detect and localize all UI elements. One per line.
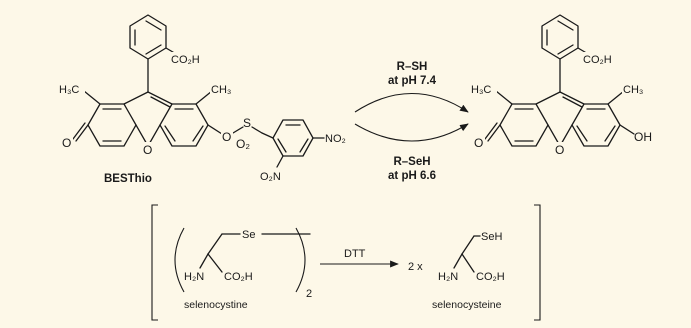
left-carbonyl-oxygen-label: O	[62, 136, 71, 150]
right-parenthesis	[295, 227, 306, 293]
para-nitro-label: NO₂	[325, 133, 346, 145]
top-condition: at pH 7.4	[388, 75, 437, 87]
reaction-arrows: R–SH at pH 7.4 R–SeH at pH 6.6	[354, 61, 469, 182]
left-methyl-right-label: CH₃	[211, 84, 231, 96]
selenocystine-amine-label: H₂N	[184, 271, 204, 283]
left-parenthesis	[174, 227, 185, 293]
bottom-condition: at pH 6.6	[388, 170, 436, 182]
selenocystine-name: selenocystine	[184, 299, 248, 311]
sulfonyl-oxygen-label: O₂	[236, 137, 250, 151]
right-square-bracket	[534, 204, 541, 321]
multiplier: 2 x	[408, 261, 423, 273]
top-arc-arrow	[354, 92, 469, 113]
left-xanthene-core	[72, 90, 223, 147]
product-structure: CO₂H H₃C CH₃ O O OH	[470, 14, 652, 157]
left-carboxyl-label: CO₂H	[171, 54, 200, 66]
right-ring-oxygen-label: O	[555, 143, 564, 157]
selenol-label: SeH	[481, 231, 502, 243]
right-xanthene-core	[484, 90, 635, 147]
ortho-nitro-label: O₂N	[260, 171, 281, 183]
bottom-reagent: R–SeH	[393, 156, 430, 168]
besthio-structure: CO₂H H₃C CH₃ O O O S O₂ NO₂ O₂N BESThio	[58, 14, 346, 185]
left-ring-oxygen-label: O	[143, 143, 152, 157]
right-carbonyl-oxygen-label: O	[474, 136, 483, 150]
dimer-subscript: 2	[306, 288, 312, 300]
besthio-name: BESThio	[104, 173, 152, 185]
right-methyl-left-label: H₃C	[471, 84, 491, 96]
selenocystine-reduction: Se H₂N CO₂H 2 selenocystine DTT 2 x SeH …	[151, 204, 541, 321]
left-ether-oxygen-label: O	[222, 130, 231, 144]
hydroxyl-label: OH	[634, 130, 652, 144]
right-carboxyl-label: CO₂H	[583, 54, 612, 66]
selenocystine-bonds	[199, 233, 311, 273]
left-square-bracket	[151, 204, 158, 321]
right-methyl-right-label: CH₃	[623, 84, 643, 96]
bottom-arc-arrow	[354, 123, 469, 142]
selenocysteine-amine-label: H₂N	[438, 271, 458, 283]
top-reagent: R–SH	[397, 61, 428, 73]
left-methyl-left-label: H₃C	[59, 84, 79, 96]
selenocysteine-acid-label: CO₂H	[476, 271, 505, 283]
selenocystine-acid-label: CO₂H	[224, 271, 253, 283]
selenium-label: Se	[242, 229, 255, 241]
selenocysteine-bonds	[453, 235, 481, 273]
dtt-reagent: DTT	[344, 248, 366, 260]
left-dinitrophenyl	[232, 119, 325, 168]
selenocysteine-name: selenocysteine	[432, 299, 502, 311]
sulfur-label: S	[243, 116, 251, 130]
